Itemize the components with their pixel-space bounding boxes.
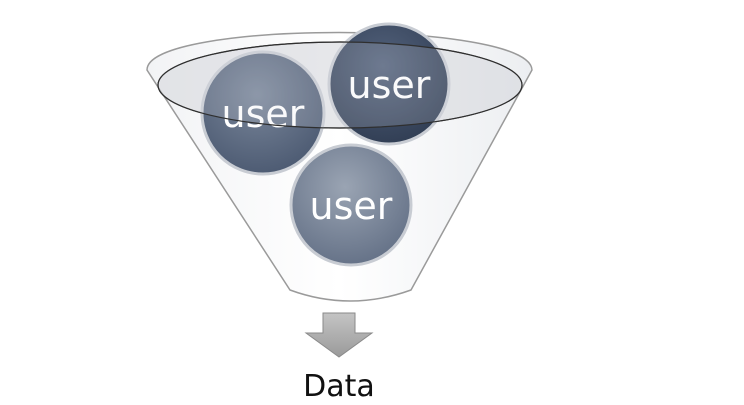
funnel-item-user-top-left: user	[200, 50, 326, 176]
output-label: Data	[303, 369, 375, 400]
user-circle	[327, 22, 451, 146]
user-label: user	[348, 63, 431, 107]
funnel-item-user-bottom: user	[289, 143, 413, 267]
user-label: user	[310, 184, 393, 228]
funnel-rim-outline	[157, 41, 523, 129]
down-arrow-icon	[304, 312, 374, 358]
funnel-item-user-top-right: user	[327, 22, 451, 146]
user-circle	[289, 143, 413, 267]
user-label: user	[222, 92, 305, 136]
